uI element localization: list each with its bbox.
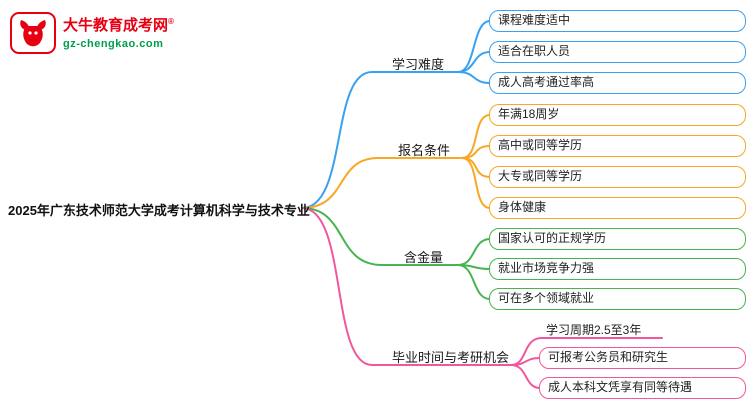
leaf-node: 国家认可的正规学历 [489, 228, 746, 250]
branch-node-value: 含金量 [404, 250, 444, 265]
registered-mark: ® [168, 17, 174, 26]
connector-root-branch-3 [301, 207, 512, 366]
connector-branch1-leaf1 [461, 145, 491, 159]
leaf-node: 高中或同等学历 [489, 135, 746, 157]
connector-branch0-leaf0 [457, 20, 491, 73]
connector-branch2-leaf0 [457, 238, 491, 266]
leaf-node: 可在多个领域就业 [489, 288, 746, 310]
connector-branch1-leaf3 [461, 157, 491, 209]
logo-text: 大牛教育成考网® gz-chengkao.com [63, 12, 174, 50]
leaf-node-underline: 学习周期2.5至3年 [546, 323, 642, 337]
logo-domain: gz-chengkao.com [63, 38, 164, 50]
brand-name: 大牛教育成考网® [63, 13, 174, 35]
connector-branch1-leaf2 [461, 157, 491, 178]
connector-branch2-leaf1 [457, 264, 491, 270]
bull-icon-glyph [20, 20, 46, 47]
leaf-node: 大专或同等学历 [489, 166, 746, 188]
connector-branch0-leaf2 [457, 71, 491, 84]
bull-right-eye [34, 31, 38, 35]
leaf-node: 成人本科文凭享有同等待遇 [539, 377, 746, 399]
leaf-node: 可报考公务员和研究生 [539, 347, 746, 369]
leaf-node: 就业市场竞争力强 [489, 258, 746, 280]
leaf-node: 适合在职人员 [489, 41, 746, 63]
leaf-node: 身体健康 [489, 197, 746, 219]
leaf-node: 成人高考通过率高 [489, 72, 746, 94]
leaf-node: 课程难度适中 [489, 10, 746, 32]
leaf-node: 年满18周岁 [489, 104, 746, 126]
connector-branch0-leaf1 [457, 51, 491, 73]
bull-head [23, 26, 43, 47]
branch-node-graduation: 毕业时间与考研机会 [392, 350, 510, 365]
branch-node-study-difficulty: 学习难度 [392, 57, 445, 72]
connector-root-branch-1 [301, 157, 463, 209]
connector-branch1-leaf0 [461, 114, 491, 159]
connector-branch3-leaf1 [510, 357, 541, 366]
bull-icon [10, 12, 56, 54]
connector-branch3-leaf2 [510, 364, 541, 389]
mindmap-root-node: 2025年广东技术师范大学成考计算机科学与技术专业 [8, 203, 310, 218]
connector-branch2-leaf2 [457, 264, 491, 300]
brand-name-text: 大牛教育成考网 [63, 17, 169, 34]
logo: 大牛教育成考网® gz-chengkao.com [10, 12, 174, 54]
bull-left-eye [28, 31, 32, 35]
branch-node-registration: 报名条件 [398, 143, 451, 158]
